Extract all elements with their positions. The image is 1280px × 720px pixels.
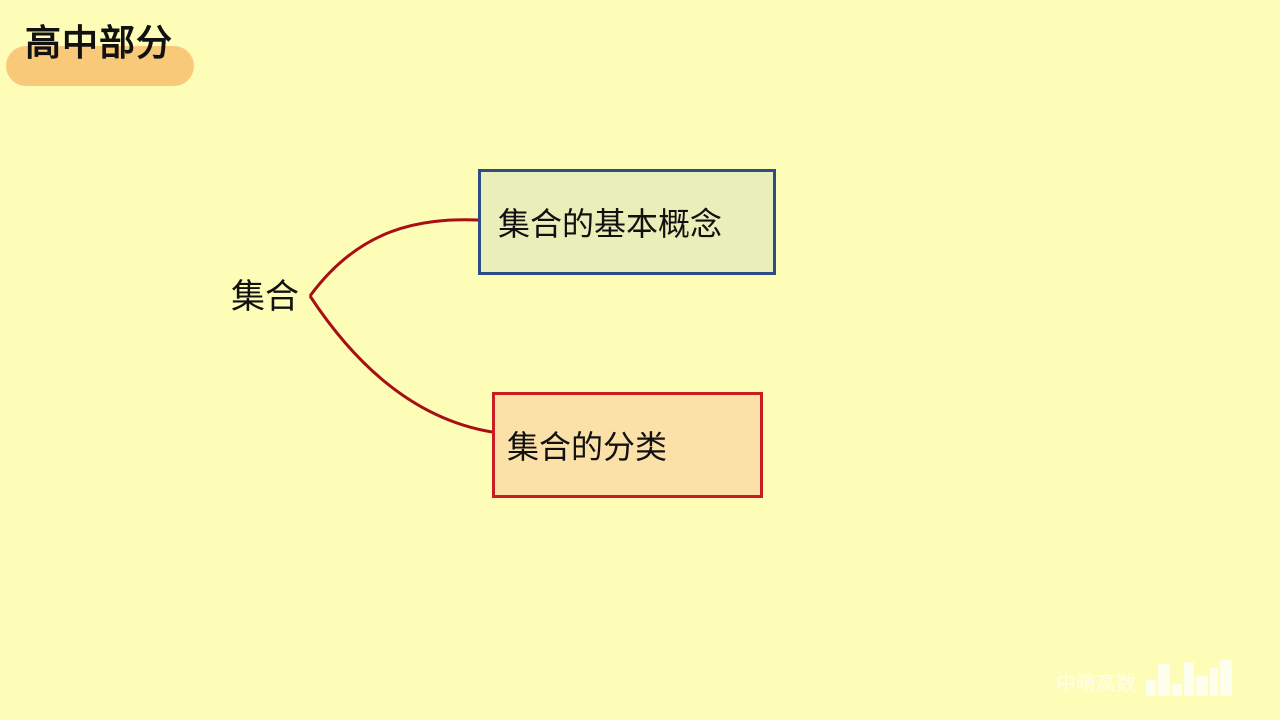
title-pill bbox=[6, 46, 194, 86]
node-label: 集合的分类 bbox=[507, 428, 668, 466]
page-title: 高中部分 bbox=[25, 23, 174, 64]
mindmap-node-classification: 集合的分类 bbox=[492, 392, 763, 498]
connector-to-concept bbox=[308, 218, 479, 297]
bar-logo-icon bbox=[1146, 660, 1232, 696]
watermark: 中晴高数 bbox=[1056, 658, 1238, 698]
node-label: 集合的基本概念 bbox=[498, 205, 723, 243]
mindmap-root-node: 集合 bbox=[231, 277, 299, 317]
connector-to-classify bbox=[308, 295, 493, 434]
watermark-text: 中晴高数 bbox=[1056, 671, 1136, 695]
mindmap-node-basic-concept: 集合的基本概念 bbox=[478, 169, 776, 275]
